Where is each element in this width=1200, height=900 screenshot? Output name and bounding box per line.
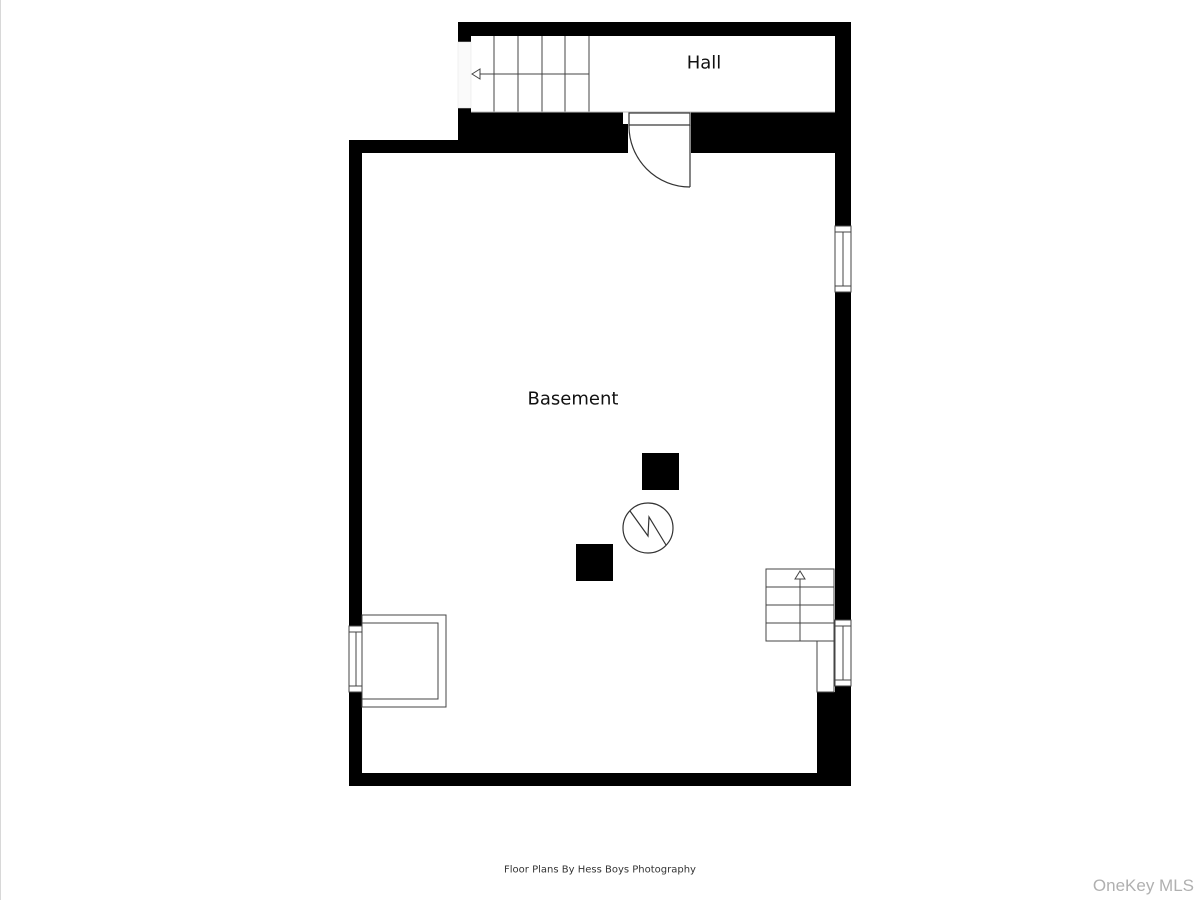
window-right-upper <box>834 225 852 293</box>
basement-walls <box>349 140 851 786</box>
stairs-arrow-up-icon <box>794 570 806 580</box>
hall-stairs <box>471 36 835 113</box>
image-border <box>0 0 1 900</box>
mls-watermark: OneKey MLS <box>1092 876 1194 895</box>
photographer-credit: Floor Plans By Hess Boys Photography <box>504 864 696 876</box>
window-right-lower <box>834 619 852 687</box>
window-well <box>361 614 447 708</box>
room-label-basement: Basement <box>527 388 619 410</box>
room-label-hall: Hall <box>686 52 722 74</box>
window-left <box>348 625 363 693</box>
basement-stairs <box>765 568 835 693</box>
support-column <box>576 544 613 581</box>
stairs-arrow-left-icon <box>471 68 481 80</box>
hall-left-opening <box>457 41 472 109</box>
hall-walls <box>458 22 851 786</box>
electrical-panel-icon <box>622 502 674 554</box>
door[interactable] <box>628 112 691 188</box>
support-column <box>642 453 679 490</box>
